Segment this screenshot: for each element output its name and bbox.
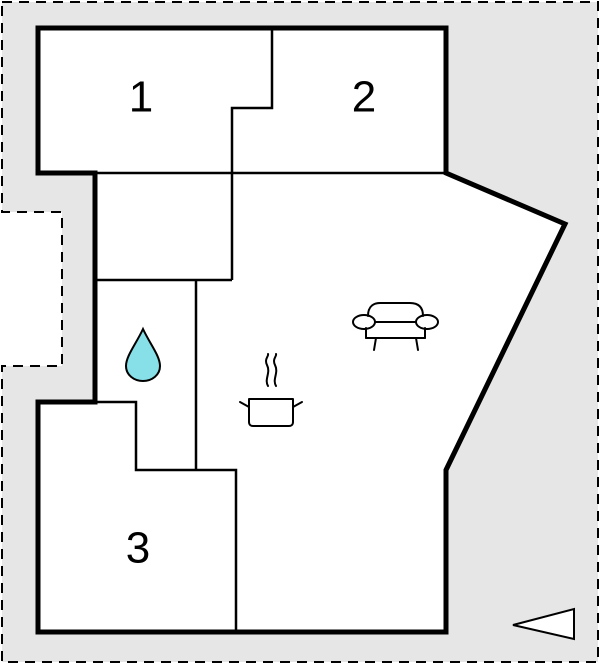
interior-walls: [95, 28, 446, 632]
room-2-label: 2: [352, 73, 376, 122]
sofa-icon: [352, 302, 439, 351]
room-1-label: 1: [129, 73, 153, 122]
building-interior: [38, 28, 565, 632]
room-3-label: 3: [126, 524, 150, 573]
cooking-pot-icon: [239, 353, 303, 427]
water-drop-icon: [124, 326, 162, 383]
outer-walls: [35, 25, 569, 635]
north-arrow-icon: [512, 607, 575, 641]
